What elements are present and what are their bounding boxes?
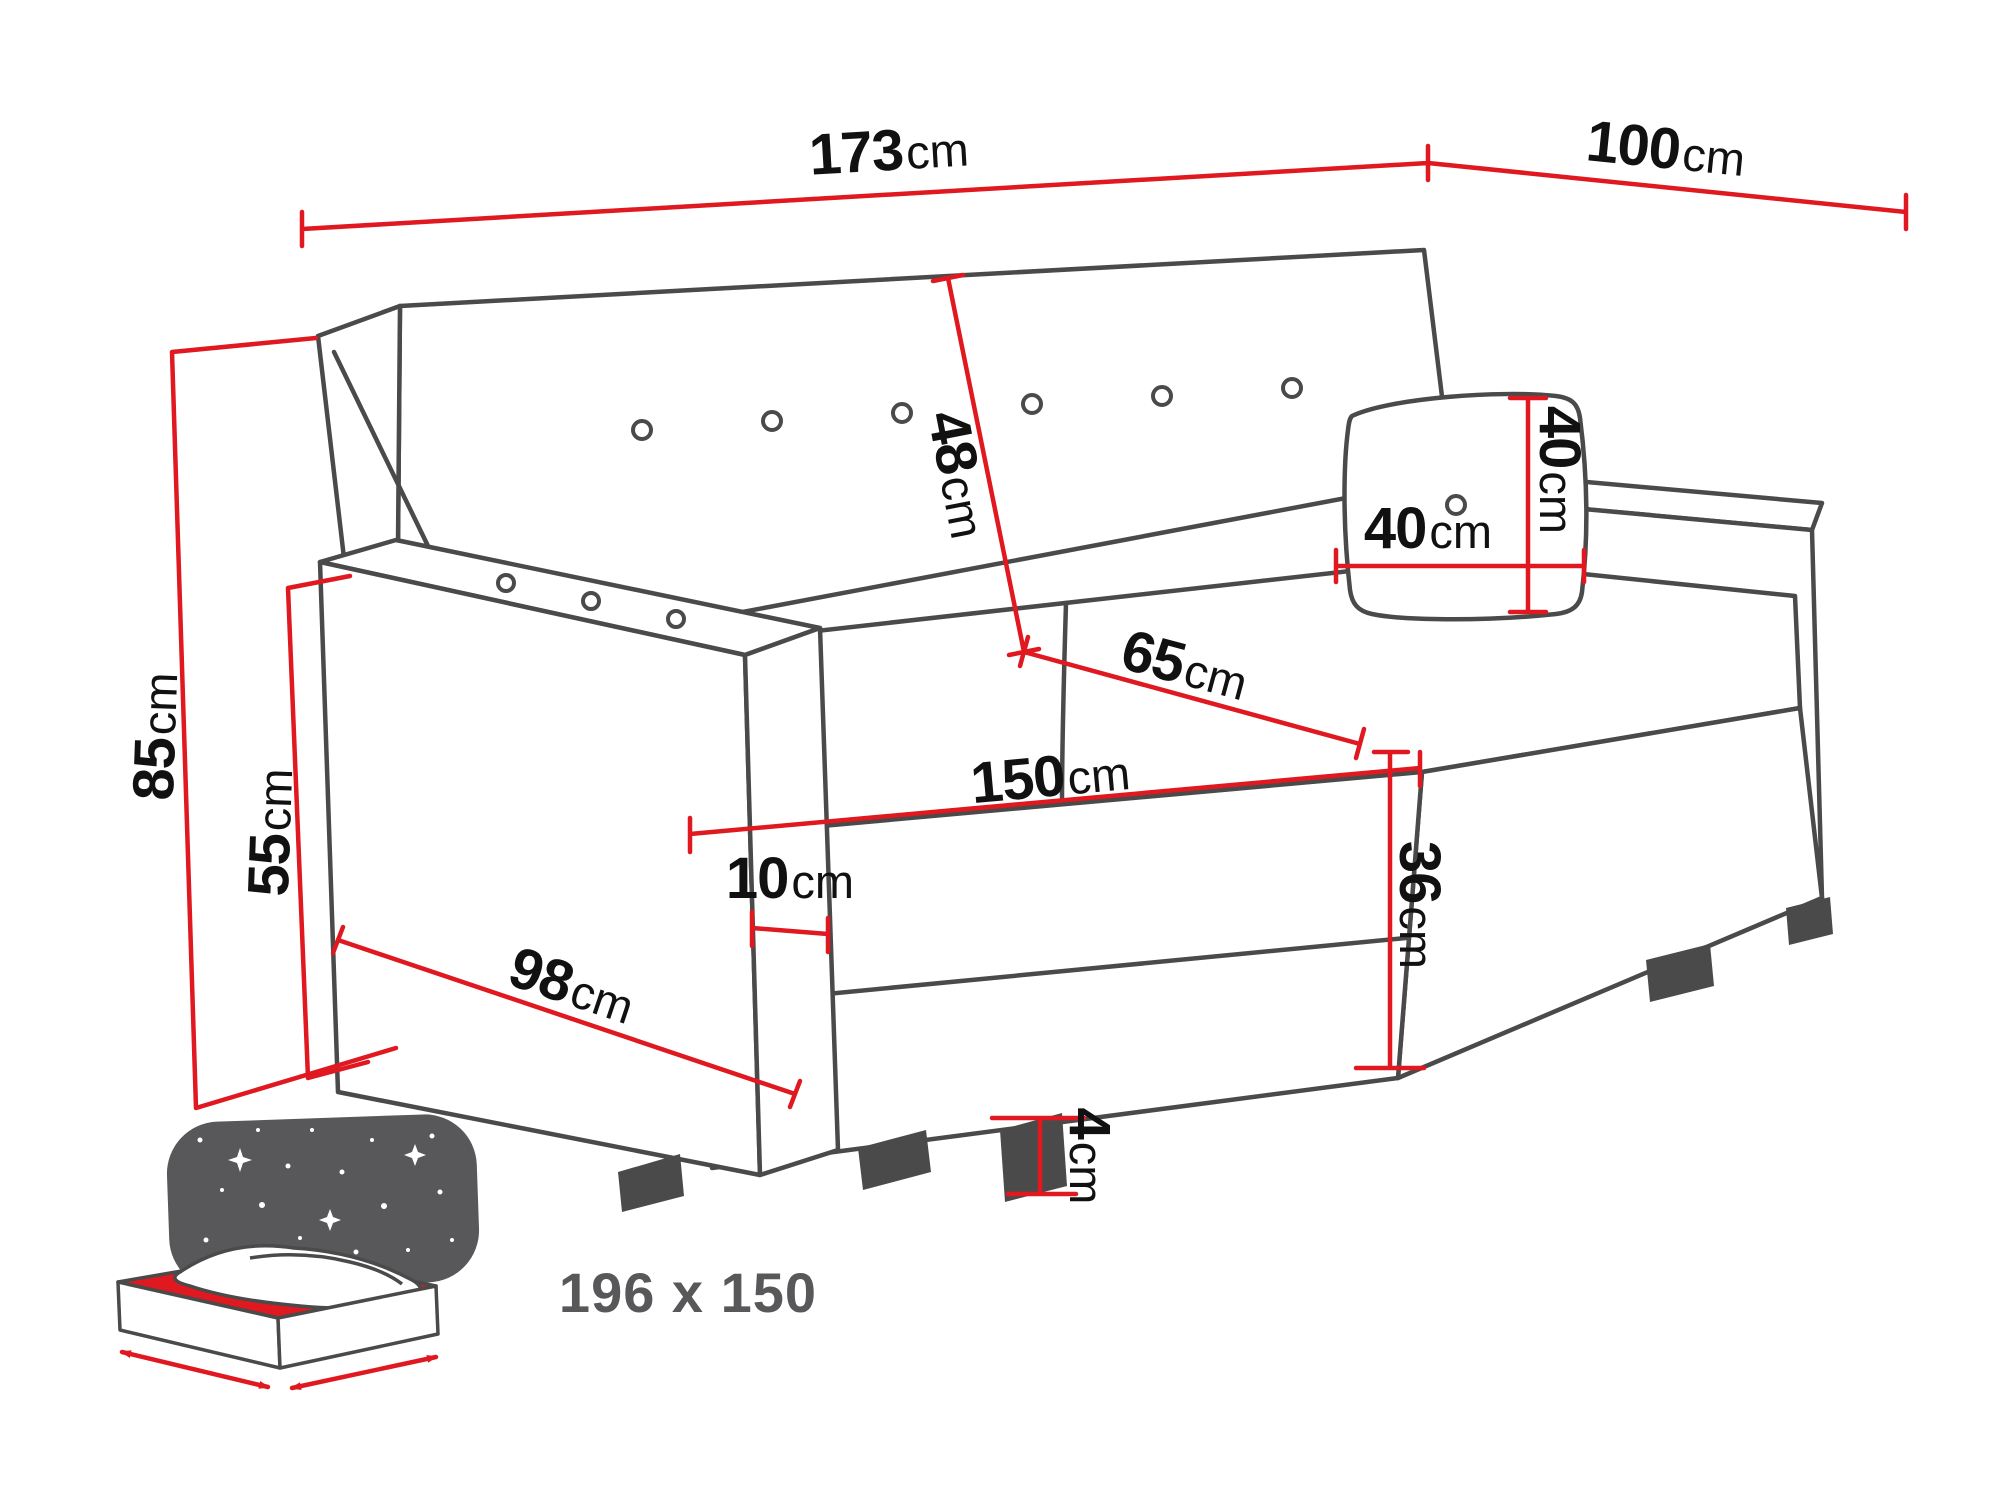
dim-line-arm-height (285, 573, 371, 1081)
headboard-stars (197, 1128, 454, 1274)
dim-line-leg-height (989, 1115, 1087, 1197)
sofa-left-armrest-inner (742, 625, 841, 1178)
dim-label-depth: 100cm (1583, 108, 1748, 189)
dim-line-seat-height (1353, 749, 1427, 1071)
dim-label-backrest: 48cm (915, 405, 1003, 543)
dim-line-arm-width (749, 909, 831, 955)
bed-width-arrow (289, 1354, 439, 1391)
dim-line-pillow-width (1333, 547, 1587, 585)
bed-size-arrows (119, 1349, 439, 1391)
sleeping-area-label: 196 x 150 (559, 1261, 817, 1324)
backrest-tufting-buttons (631, 377, 1303, 441)
pillow-button (1445, 494, 1467, 516)
dim-label-arm-width: 10cm (726, 846, 854, 911)
back-corner-crease (331, 349, 431, 549)
dim-label-arm-height: 55cm (236, 767, 305, 897)
sleeping-area-icon (116, 1114, 480, 1391)
sofa-drawing (315, 247, 1833, 1212)
dim-line-height (169, 335, 399, 1111)
dim-label-leg-height: 4cm (1057, 1108, 1122, 1205)
armrest-tufting-buttons (496, 573, 686, 629)
sofa-left-armrest-front (317, 559, 763, 1178)
dimension-lines (169, 143, 1909, 1197)
dim-line-seat-width (687, 749, 1423, 855)
dim-label-seat-width: 150cm (968, 737, 1133, 816)
dim-line-pillow-height (1507, 395, 1549, 615)
blanket-fold (249, 1253, 404, 1286)
dim-label-height: 85cm (121, 671, 190, 801)
dim-label-seat-height: 36cm (1387, 841, 1452, 969)
sofa-legs (618, 897, 1833, 1212)
dim-line-base-depth (330, 924, 803, 1110)
dim-label-pillow-height: 40cm (1527, 406, 1592, 534)
dim-line-seat-depth (1017, 634, 1367, 761)
seat-cushion-crease (1059, 600, 1069, 807)
sofa-back-left-corner (315, 303, 403, 561)
dim-label-pillow-width: 40cm (1364, 496, 1492, 561)
sofa-base-right (1395, 705, 1825, 1081)
bed-length-arrow (119, 1349, 271, 1390)
dim-line-depth (1425, 160, 1909, 232)
mattress-front-right (276, 1284, 440, 1370)
dim-label-width: 173cm (807, 113, 970, 187)
